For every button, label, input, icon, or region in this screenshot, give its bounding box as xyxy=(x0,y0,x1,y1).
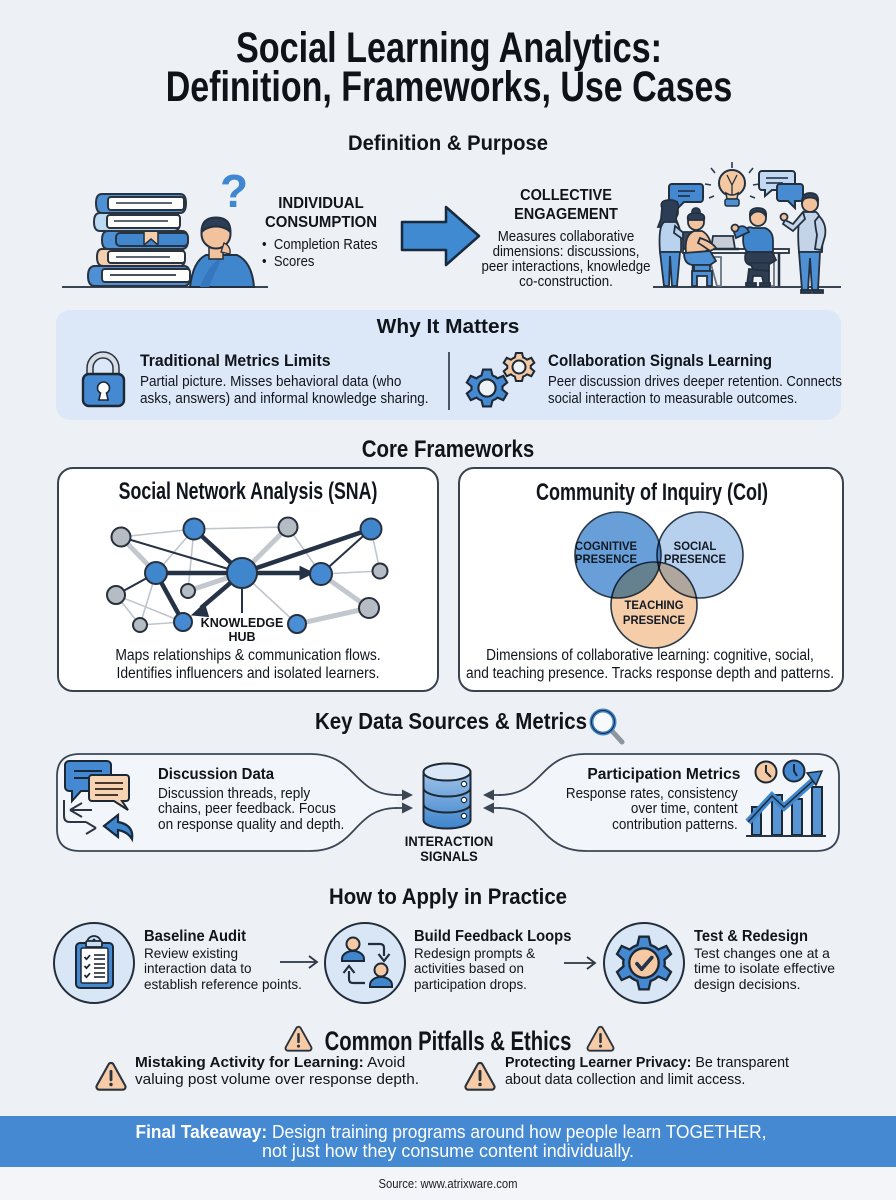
svg-text:TEACHING: TEACHING xyxy=(625,598,684,613)
svg-text:HUB: HUB xyxy=(228,630,255,644)
svg-text:PRESENCE: PRESENCE xyxy=(575,552,637,567)
svg-text:PRESENCE: PRESENCE xyxy=(664,552,726,567)
svg-text:?: ? xyxy=(220,165,248,217)
svg-text:COGNITIVE: COGNITIVE xyxy=(575,539,637,554)
svg-text:SOCIAL: SOCIAL xyxy=(674,539,717,554)
svg-text:PRESENCE: PRESENCE xyxy=(623,613,685,628)
svg-text:KNOWLEDGE: KNOWLEDGE xyxy=(201,616,284,630)
